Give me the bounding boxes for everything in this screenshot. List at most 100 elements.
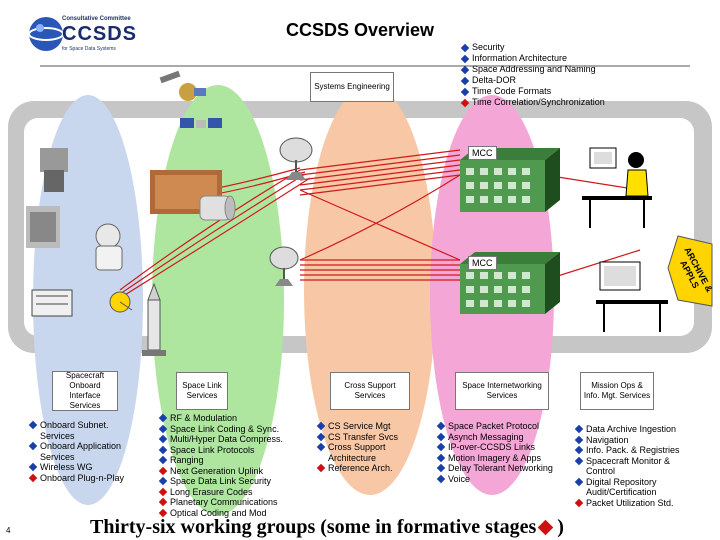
diamond-icon — [316, 442, 326, 452]
wg-text: CS Service Mgt — [328, 421, 391, 431]
wg-item: Digital Repository — [574, 476, 680, 488]
onboard-device — [31, 289, 73, 317]
systems-engineering-label: Systems Engineering — [310, 72, 394, 102]
wg-text: Multi/Hyper Data Compress. — [170, 434, 284, 444]
page-number: 4 — [6, 526, 11, 535]
topic-item: Time Code Formats — [460, 86, 605, 97]
diamond-icon — [436, 463, 446, 473]
operator-workstation-top — [582, 147, 652, 228]
topic-item: Delta-DOR — [460, 75, 605, 86]
wg-item: Planetary Communications — [158, 497, 283, 508]
diamond-icon — [316, 463, 326, 473]
comm-beams — [119, 149, 641, 299]
wg-item: Navigation — [574, 434, 680, 446]
footer-text-end: ) — [557, 516, 564, 538]
wg-item: Data Archive Ingestion — [574, 424, 680, 435]
diamond-icon — [158, 413, 168, 423]
diamond-icon — [28, 473, 38, 482]
wg-text: Spacecraft Monitor & — [586, 455, 671, 466]
wg-text: Onboard Subnet. — [40, 420, 109, 430]
cylinder-module — [199, 195, 236, 221]
topic-text: Delta-DOR — [472, 75, 517, 85]
wg-item: RF & Modulation — [158, 413, 283, 424]
wg-item: CS Transfer Svcs — [316, 432, 398, 443]
topic-item: Information Architecture — [460, 53, 605, 64]
diamond-icon — [316, 432, 326, 441]
area-label-text: Mission Ops & Info. Mgt. Services — [583, 381, 651, 400]
wg-item: Motion Imagery & Apps — [436, 452, 553, 464]
logo-text-subtitle: for Space Data Systems — [62, 46, 116, 52]
wg-list-css: CS Service Mgt CS Transfer Svcs Cross Su… — [316, 421, 398, 474]
diamond-icon — [28, 441, 38, 451]
mcc-label-top: MCC — [468, 146, 497, 160]
wg-item: Space Link Coding & Sync. — [158, 423, 283, 435]
wg-text: Space Link Coding & Sync. — [170, 423, 280, 434]
wg-text: Long Erasure Codes — [170, 486, 253, 497]
diamond-icon — [158, 487, 168, 496]
diamond-icon — [158, 476, 168, 486]
diamond-icon — [436, 453, 446, 462]
wg-item: Space Link Protocols — [158, 445, 283, 456]
wg-text: Navigation — [586, 434, 629, 445]
mcc-label-bottom: MCC — [468, 256, 497, 270]
ground-dish-top — [279, 137, 313, 180]
wg-item: Reference Arch. — [316, 463, 398, 474]
satellite-dish-small — [109, 291, 133, 313]
operator-workstation-bottom — [596, 261, 668, 332]
onboard-equipment-top — [40, 148, 68, 192]
ccsds-logo — [28, 17, 64, 51]
wg-item: Onboard Plug-n-Play — [28, 473, 124, 484]
wg-item: Asynch Messaging — [436, 431, 553, 443]
wg-item: Onboard Application — [28, 441, 124, 452]
archive-badge-shape — [667, 235, 713, 307]
diamond-icon — [28, 420, 38, 430]
wg-text: Asynch Messaging — [448, 431, 524, 442]
wg-text: Packet Utilization Std. — [586, 497, 674, 508]
wg-list-sls: RF & Modulation Space Link Coding & Sync… — [158, 413, 284, 519]
wg-text: Info. Pack. & Registries — [586, 445, 680, 455]
wg-text: Digital Repository — [586, 476, 657, 487]
wg-text: Wireless WG — [40, 462, 93, 472]
diamond-icon — [460, 65, 470, 74]
wg-item: Next Generation Uplink — [158, 465, 283, 477]
wg-text: Next Generation Uplink — [170, 465, 264, 476]
wg-item: Long Erasure Codes — [158, 486, 283, 498]
wg-list-sois: Onboard Subnet. Services Onboard Applica… — [28, 420, 124, 484]
diamond-icon — [158, 497, 168, 507]
diamond-icon — [574, 477, 584, 486]
diamond-icon — [574, 435, 584, 444]
diamond-icon — [460, 98, 470, 107]
spacecraft-top — [159, 70, 206, 101]
diamond-icon — [574, 424, 584, 434]
wg-text: Optical Coding and Mod — [170, 507, 267, 518]
wg-text: Planetary Communications — [170, 497, 278, 507]
logo-text-committee: Consultative Committee — [62, 16, 131, 22]
wg-item: CS Service Mgt — [316, 421, 398, 432]
wg-item: Ranging — [158, 455, 283, 466]
wg-item: Optical Coding and Mod — [158, 507, 283, 519]
wg-text: Reference Arch. — [328, 463, 393, 473]
diamond-icon — [460, 76, 470, 85]
onboard-equipment-bottom — [26, 206, 60, 248]
wg-item: Spacecraft Monitor & — [574, 455, 680, 467]
diamond-icon — [158, 466, 168, 475]
wg-text: Cross Support — [328, 442, 386, 452]
diamond-icon — [158, 455, 168, 465]
diamond-icon — [460, 43, 470, 52]
topic-text: Time Code Formats — [472, 86, 552, 96]
area-label-text: Space Link Services — [182, 381, 222, 400]
wg-item: Multi/Hyper Data Compress. — [158, 434, 284, 445]
diamond-icon — [436, 442, 446, 452]
wg-text: Data Archive Ingestion — [586, 424, 677, 434]
satellite-middle — [180, 118, 222, 128]
wg-list-sis: Space Packet Protocol Asynch Messaging I… — [436, 421, 553, 484]
wg-text: Onboard Application — [40, 441, 122, 451]
area-label-css: Cross Support Services — [330, 372, 410, 410]
diamond-icon — [436, 421, 446, 431]
wg-text: Motion Imagery & Apps — [448, 452, 542, 463]
wg-item: Info. Pack. & Registries — [574, 445, 680, 456]
diamond-icon — [158, 434, 168, 444]
diamond-icon — [460, 87, 470, 96]
diamond-icon — [316, 421, 326, 431]
page-title: CCSDS Overview — [285, 20, 435, 40]
